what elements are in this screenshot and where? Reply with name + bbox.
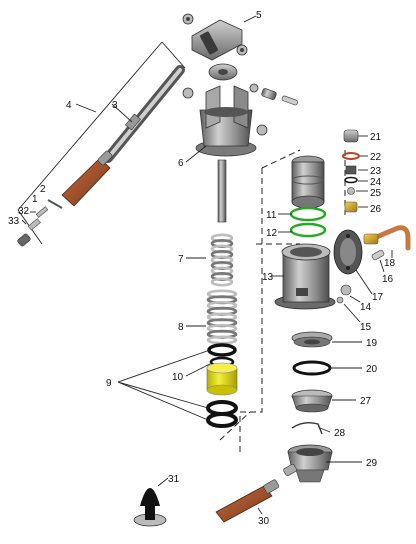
callout-5: 5 bbox=[256, 10, 262, 21]
leader-lines bbox=[21, 15, 393, 515]
callout-27: 27 bbox=[360, 396, 372, 407]
basket-clip bbox=[291, 421, 323, 435]
callout-9: 9 bbox=[106, 378, 112, 389]
callout-20: 20 bbox=[366, 364, 378, 375]
lower-spring bbox=[206, 289, 238, 345]
callout-25: 25 bbox=[370, 188, 382, 199]
callout-8: 8 bbox=[178, 322, 184, 333]
side-flange bbox=[333, 229, 363, 275]
callout-14: 14 bbox=[360, 302, 372, 313]
callout-6: 6 bbox=[178, 158, 184, 169]
callout-17: 17 bbox=[372, 292, 384, 303]
callout-1: 1 bbox=[32, 194, 38, 205]
callout-7: 7 bbox=[178, 254, 184, 265]
callout-26: 26 bbox=[370, 204, 382, 215]
callout-22: 22 bbox=[370, 152, 382, 163]
callout-15: 15 bbox=[360, 322, 372, 333]
spring-coil bbox=[210, 277, 234, 287]
upper-spring bbox=[210, 233, 234, 287]
callout-11: 11 bbox=[266, 210, 277, 221]
callout-18: 18 bbox=[384, 258, 396, 269]
callout-19: 19 bbox=[366, 338, 378, 349]
group-housing bbox=[274, 243, 336, 310]
callout-2: 2 bbox=[40, 184, 46, 195]
callout-12: 12 bbox=[266, 228, 278, 239]
lever-link-plate bbox=[182, 63, 298, 106]
group-head-body bbox=[195, 85, 268, 157]
brew-cylinder bbox=[289, 155, 327, 238]
valve-stack bbox=[342, 129, 360, 213]
filter-basket bbox=[291, 389, 333, 413]
shower-screen bbox=[291, 331, 333, 348]
lever-pivot-block bbox=[182, 13, 248, 61]
lever-small-parts bbox=[17, 199, 63, 247]
portafilter bbox=[283, 444, 333, 483]
lever-wood-handle bbox=[61, 150, 113, 207]
callout-30: 30 bbox=[258, 516, 270, 527]
group-gasket bbox=[292, 360, 332, 376]
copper-pipe bbox=[363, 225, 411, 251]
callout-28: 28 bbox=[334, 428, 346, 439]
callout-13: 13 bbox=[262, 272, 274, 283]
callout-labels: 1 2 3 4 5 6 7 8 9 10 11 12 13 14 15 16 1… bbox=[8, 10, 396, 527]
callout-3: 3 bbox=[112, 100, 118, 111]
callout-29: 29 bbox=[366, 458, 378, 469]
callout-31: 31 bbox=[168, 474, 180, 485]
piston-seals bbox=[206, 343, 238, 428]
callout-10: 10 bbox=[172, 372, 184, 383]
callout-32: 32 bbox=[18, 206, 30, 217]
portafilter-handle bbox=[215, 479, 280, 523]
piston-rod bbox=[217, 159, 227, 223]
callout-33: 33 bbox=[8, 216, 20, 227]
lever-shaft bbox=[103, 65, 185, 163]
callout-24: 24 bbox=[370, 177, 382, 188]
callout-23: 23 bbox=[370, 166, 382, 177]
tamper bbox=[133, 488, 167, 527]
callout-21: 21 bbox=[370, 132, 382, 143]
callout-16: 16 bbox=[382, 274, 394, 285]
callout-4: 4 bbox=[66, 100, 72, 111]
small-fittings bbox=[336, 249, 385, 304]
spring-coil bbox=[206, 335, 238, 345]
